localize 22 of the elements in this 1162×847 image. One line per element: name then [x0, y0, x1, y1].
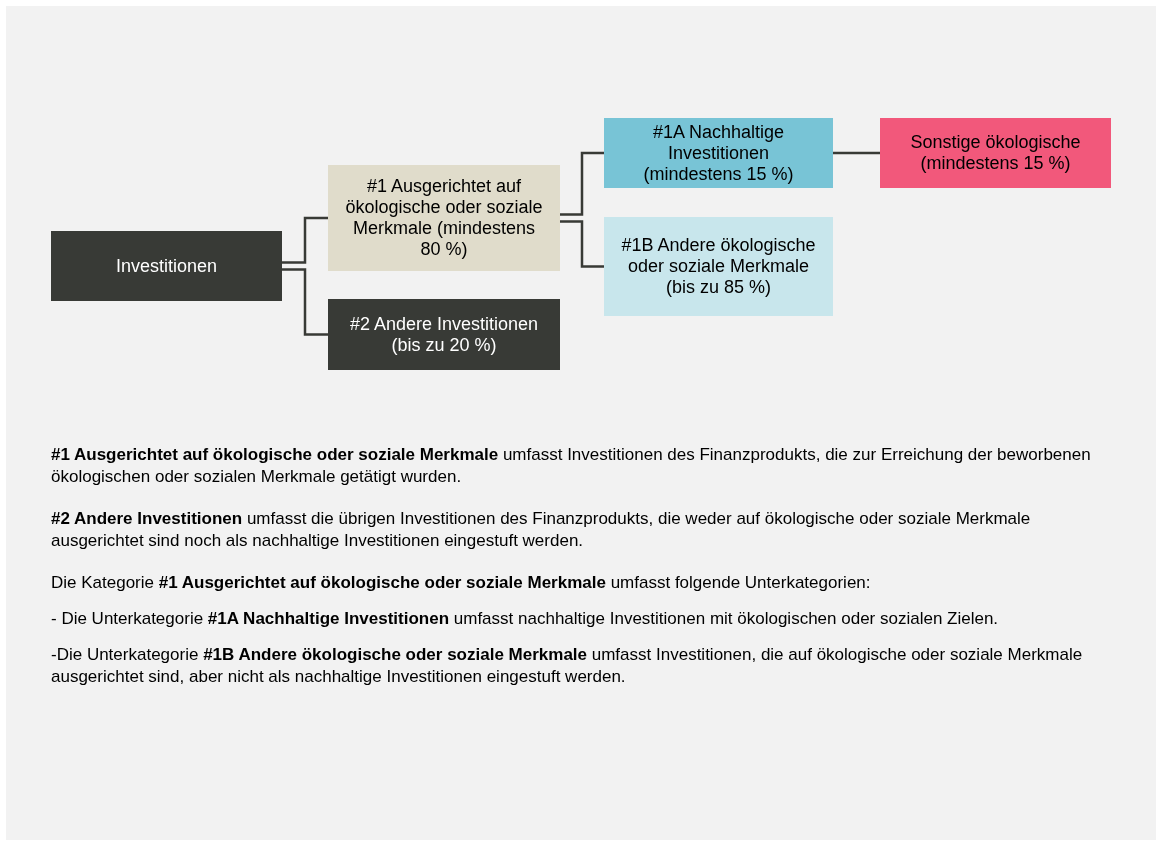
category-box	[604, 118, 833, 188]
box-label: Investitionen	[115, 255, 218, 277]
explanation-paragraph: Die Kategorie #1 Ausgerichtet auf ökologische oder soziale Merkmale umfasst folgende Unterkategorien:	[51, 572, 872, 594]
connector-line	[282, 216, 328, 264]
explanation-paragraph: #1 Ausgerichtet auf ökologische oder soziale Merkmale umfasst Investitionen des Finanzprodukts, die zur Erreichung der beworbenen ökologischen oder sozialen Merkmale getätigt wurden.	[51, 444, 1092, 488]
connector-line	[560, 220, 604, 268]
connector-line	[282, 268, 328, 336]
explanation-paragraph: - Die Unterkategorie #1A Nachhaltige Investitionen umfasst nachhaltige Investitionen mit ökologischen oder sozialen Zielen.	[51, 608, 1000, 630]
box-label: Sonstige ökologische (mindestens 15 %)	[909, 132, 1082, 174]
category-box	[328, 165, 560, 271]
explanation-paragraph: -Die Unterkategorie #1B Andere ökologische oder soziale Merkmale umfasst Investitionen, die auf ökologische oder soziale Merkmale ausgerichtet sind, aber nicht als nachhaltige Investitionen eingestuft werden.	[51, 644, 1084, 688]
connector-line	[833, 151, 880, 155]
category-box	[604, 217, 833, 316]
category-box	[51, 231, 282, 301]
box-label: #2 Andere Investitionen (bis zu 20 %)	[348, 313, 540, 356]
box-label: #1A Nachhaltige Investitionen (mindestens 15 %)	[642, 121, 795, 185]
explanation-paragraph: #2 Andere Investitionen umfasst die übrigen Investitionen des Finanzprodukts, die weder auf ökologische oder soziale Merkmale ausgerichtet sind noch als nachhaltige Investitionen eingestuft werden.	[51, 508, 1032, 552]
box-label: #1 Ausgerichtet auf ökologische oder soziale Merkmale (mindestens 80 %)	[344, 176, 544, 260]
connector-line	[560, 151, 604, 216]
box-label: #1B Andere ökologische oder soziale Merkmale (bis zu 85 %)	[620, 235, 817, 298]
category-box	[328, 299, 560, 370]
category-box	[880, 118, 1111, 188]
